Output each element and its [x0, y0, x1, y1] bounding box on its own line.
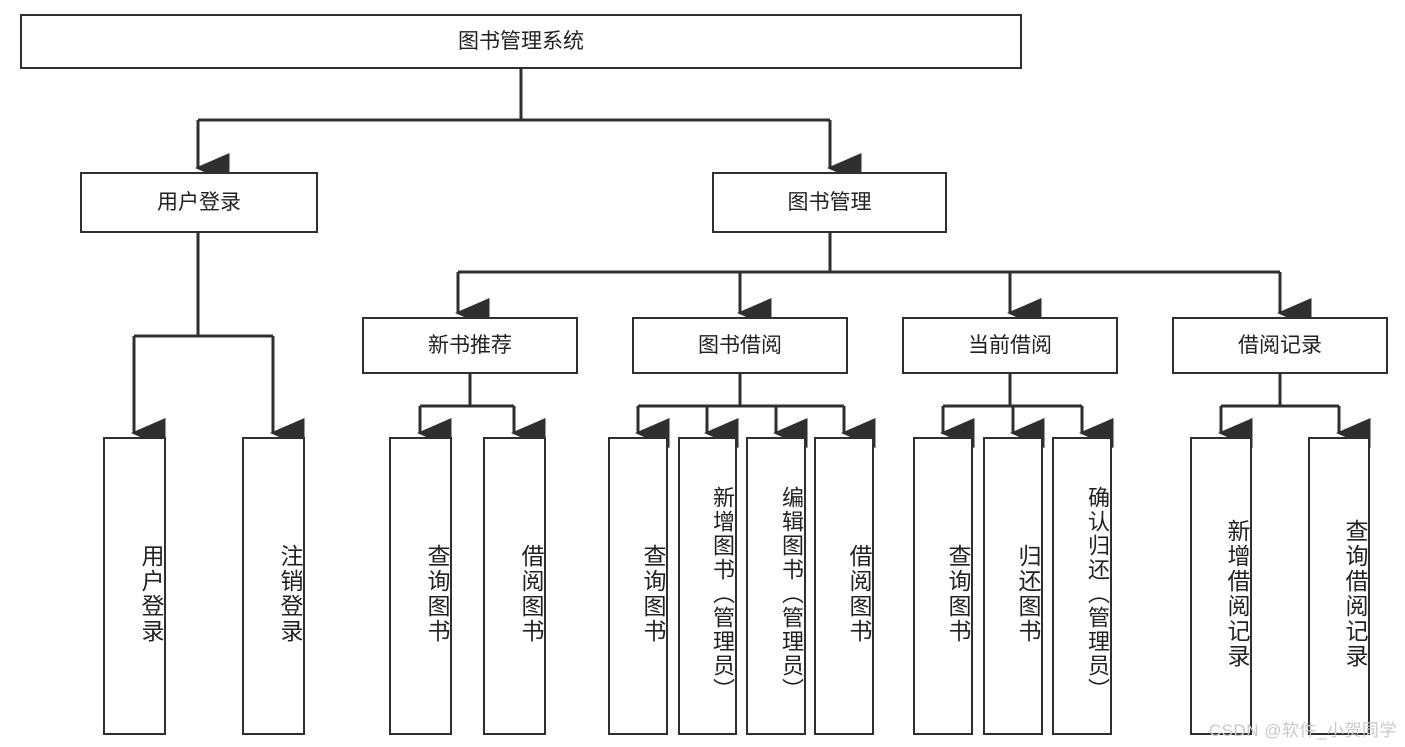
node-query-book-3[interactable]: 查询图书 [913, 437, 973, 735]
node-query-book-2[interactable]: 查询图书 [608, 437, 668, 735]
node-confirm-return-admin[interactable]: 确认归还（管理员） [1052, 437, 1112, 735]
node-root[interactable]: 图书管理系统 [20, 14, 1022, 69]
node-query-borrow-record[interactable]: 查询借阅记录 [1308, 437, 1370, 735]
node-user-logout[interactable]: 注销登录 [242, 437, 305, 735]
node-book-manage[interactable]: 图书管理 [712, 172, 947, 233]
node-current-borrow[interactable]: 当前借阅 [902, 317, 1118, 374]
node-book-borrow[interactable]: 图书借阅 [632, 317, 848, 374]
node-add-book-admin[interactable]: 新增图书（管理员） [678, 437, 737, 735]
node-user-login[interactable]: 用户登录 [80, 172, 318, 233]
watermark-text: CSDN @软件_小贺同学 [1208, 721, 1397, 740]
node-borrow-book-1[interactable]: 借阅图书 [483, 437, 546, 735]
node-add-borrow-record[interactable]: 新增借阅记录 [1190, 437, 1252, 735]
node-borrow-record[interactable]: 借阅记录 [1172, 317, 1388, 374]
node-edit-book-admin[interactable]: 编辑图书（管理员） [746, 437, 806, 735]
node-borrow-book-2[interactable]: 借阅图书 [814, 437, 874, 735]
node-new-book-recommend[interactable]: 新书推荐 [362, 317, 578, 374]
node-return-book[interactable]: 归还图书 [983, 437, 1043, 735]
node-user-login-do[interactable]: 用户登录 [103, 437, 166, 735]
node-query-book-1[interactable]: 查询图书 [389, 437, 452, 735]
